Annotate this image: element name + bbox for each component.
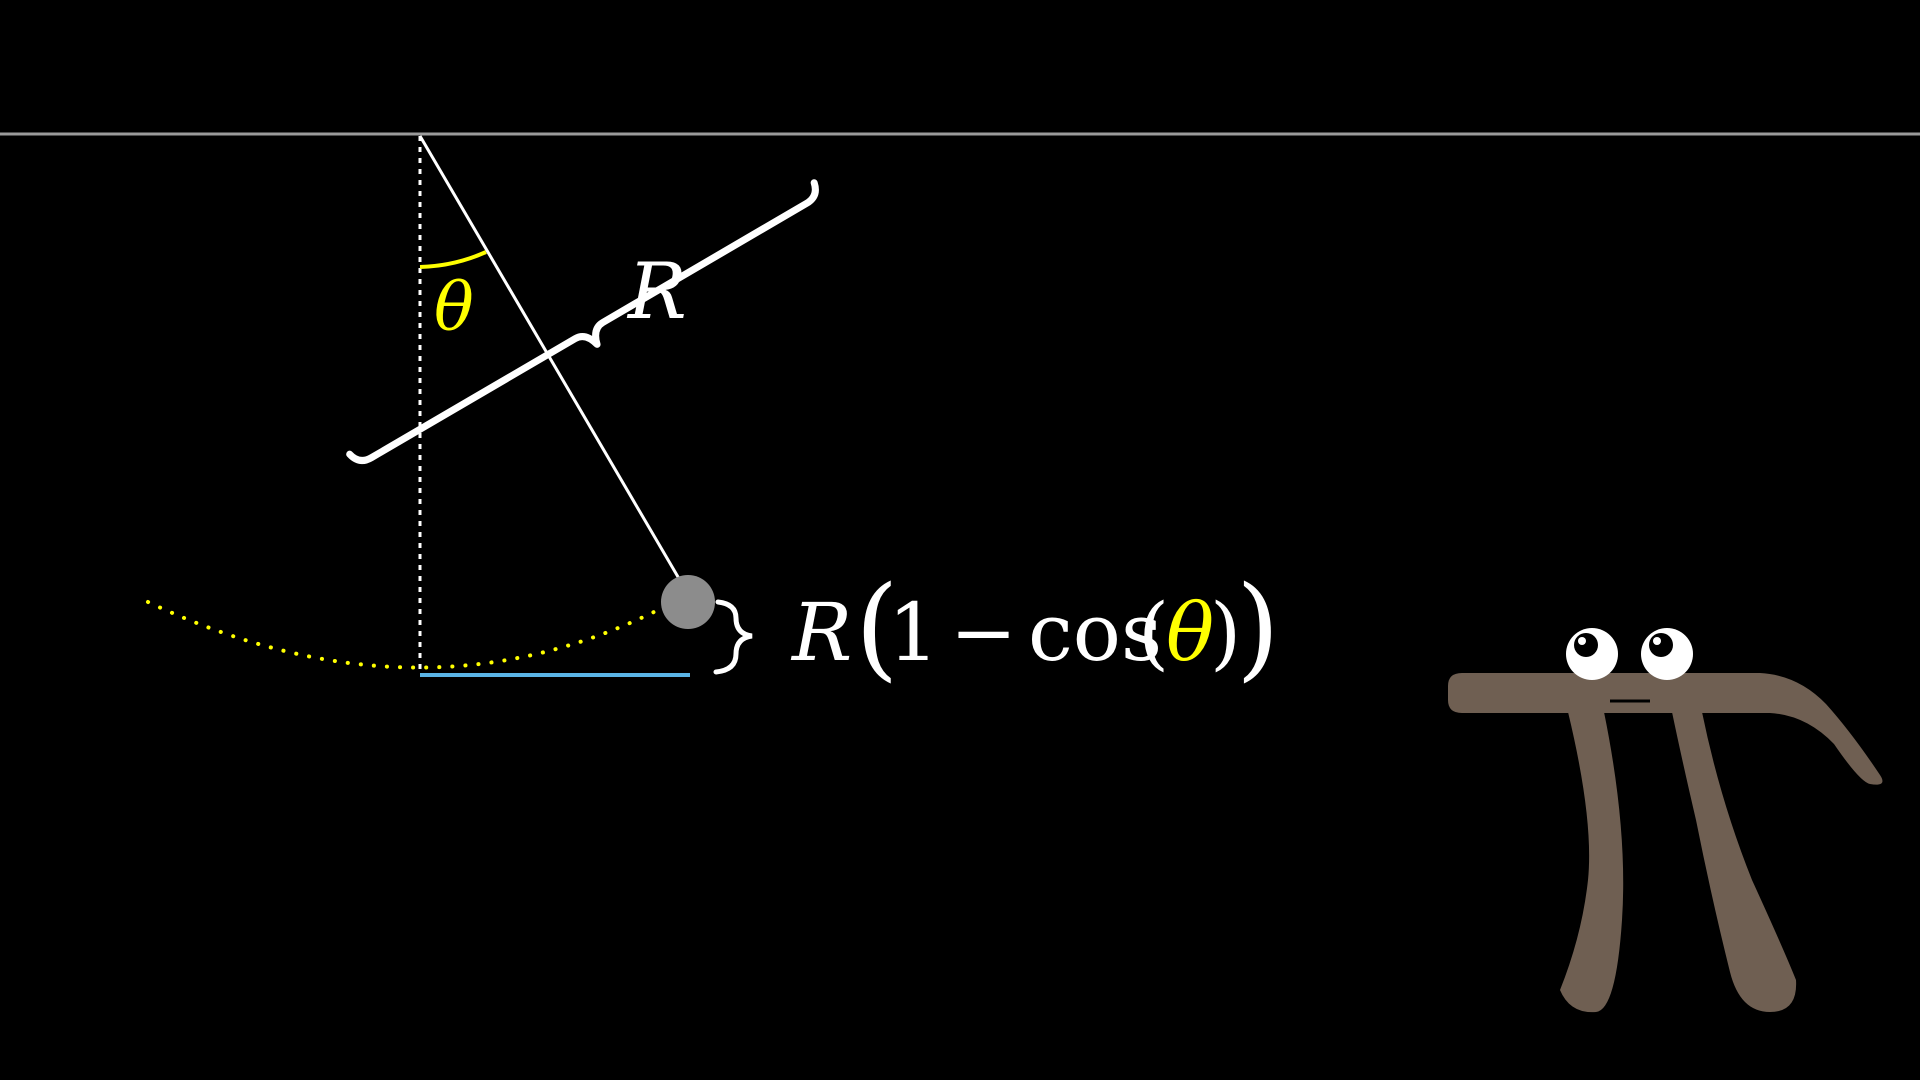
expr-close-small: ) xyxy=(1210,586,1241,679)
expr-one: 1 xyxy=(888,586,939,679)
length-brace xyxy=(346,179,819,464)
pi-right-glint xyxy=(1653,637,1661,645)
pendulum-bob xyxy=(661,575,715,629)
expr-cos: cos xyxy=(1028,586,1162,679)
expr-R: R xyxy=(790,586,852,679)
expr-open-big: ( xyxy=(855,563,899,693)
pi-creature-icon xyxy=(1448,628,1883,1013)
swing-path xyxy=(146,600,664,670)
expr-close-big: ) xyxy=(1236,563,1280,693)
expr-minus: − xyxy=(950,586,1017,679)
pendulum-rod xyxy=(418,135,690,595)
pi-right-pupil xyxy=(1649,633,1673,657)
pi-left-pupil xyxy=(1574,633,1598,657)
curly-brace-icon xyxy=(346,179,819,464)
height-brace xyxy=(713,599,753,675)
pi-left-leg xyxy=(1560,712,1624,1013)
length-label: R xyxy=(626,247,687,337)
angle-label: θ xyxy=(434,269,474,346)
pi-left-glint xyxy=(1578,637,1586,645)
angle-arc xyxy=(419,250,487,269)
pi-right-leg xyxy=(1672,712,1797,1012)
expr-open-small: ( xyxy=(1138,586,1169,679)
pi-top-bar xyxy=(1448,673,1883,785)
height-expression: R ( 1 − cos ( θ ) ) xyxy=(790,563,1280,693)
expr-theta: θ xyxy=(1166,586,1214,679)
